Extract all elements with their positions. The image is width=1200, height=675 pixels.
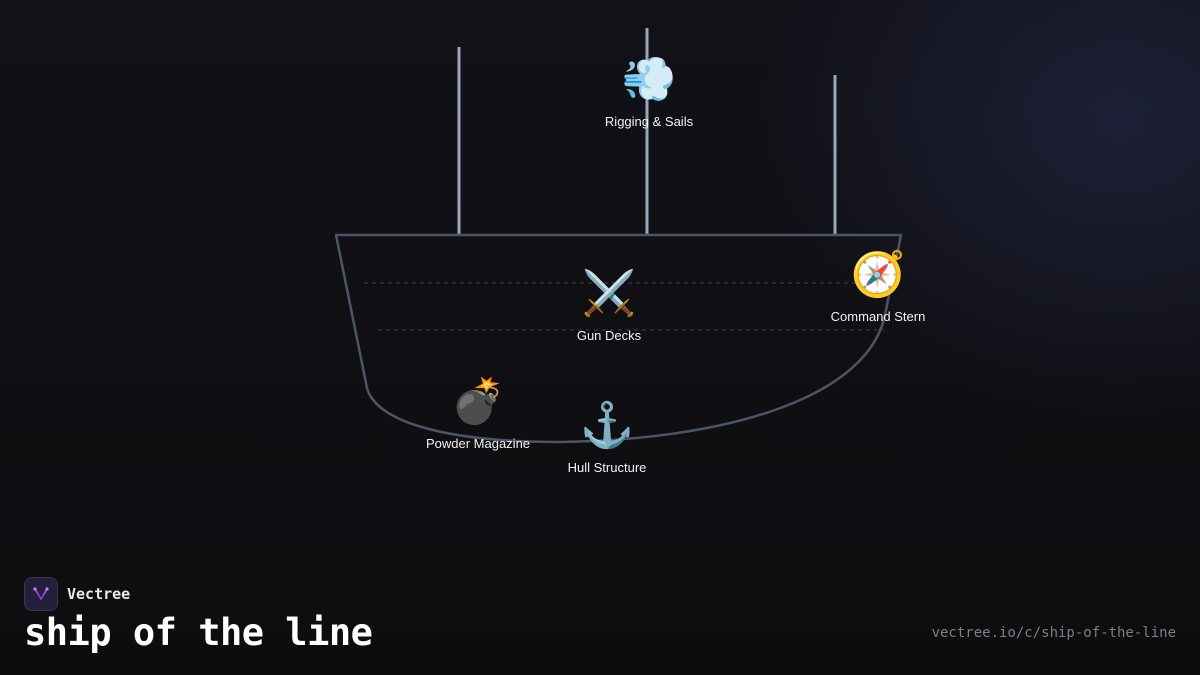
node-label: Rigging & Sails xyxy=(604,114,694,129)
compass-icon: 🧭 xyxy=(850,250,906,299)
brand[interactable]: Vectree xyxy=(24,577,130,611)
crossed-swords-icon: ⚔️ xyxy=(581,269,637,318)
brand-name: Vectree xyxy=(67,585,131,603)
node-label: Hull Structure xyxy=(567,460,647,475)
node-hull-structure[interactable]: ⚓ Hull Structure xyxy=(527,400,687,476)
node-label: Gun Decks xyxy=(576,328,642,343)
wind-icon: 💨 xyxy=(621,55,677,104)
node-powder-magazine[interactable]: 💣 Powder Magazine xyxy=(398,376,558,452)
bomb-icon: 💣 xyxy=(450,377,506,426)
hull-outline xyxy=(334,233,903,444)
source-url[interactable]: vectree.io/c/ship-of-the-line xyxy=(931,625,1176,641)
node-gun-decks[interactable]: ⚔️ Gun Decks xyxy=(529,268,689,344)
node-label: Command Stern xyxy=(830,309,926,324)
vectree-logo-icon xyxy=(24,577,58,611)
node-rigging-sails[interactable]: 💨 Rigging & Sails xyxy=(569,54,729,130)
node-label: Powder Magazine xyxy=(425,436,531,451)
anchor-icon: ⚓ xyxy=(579,401,635,450)
node-command-stern[interactable]: 🧭 Command Stern xyxy=(798,249,958,325)
page-title: ship of the line xyxy=(24,611,373,654)
